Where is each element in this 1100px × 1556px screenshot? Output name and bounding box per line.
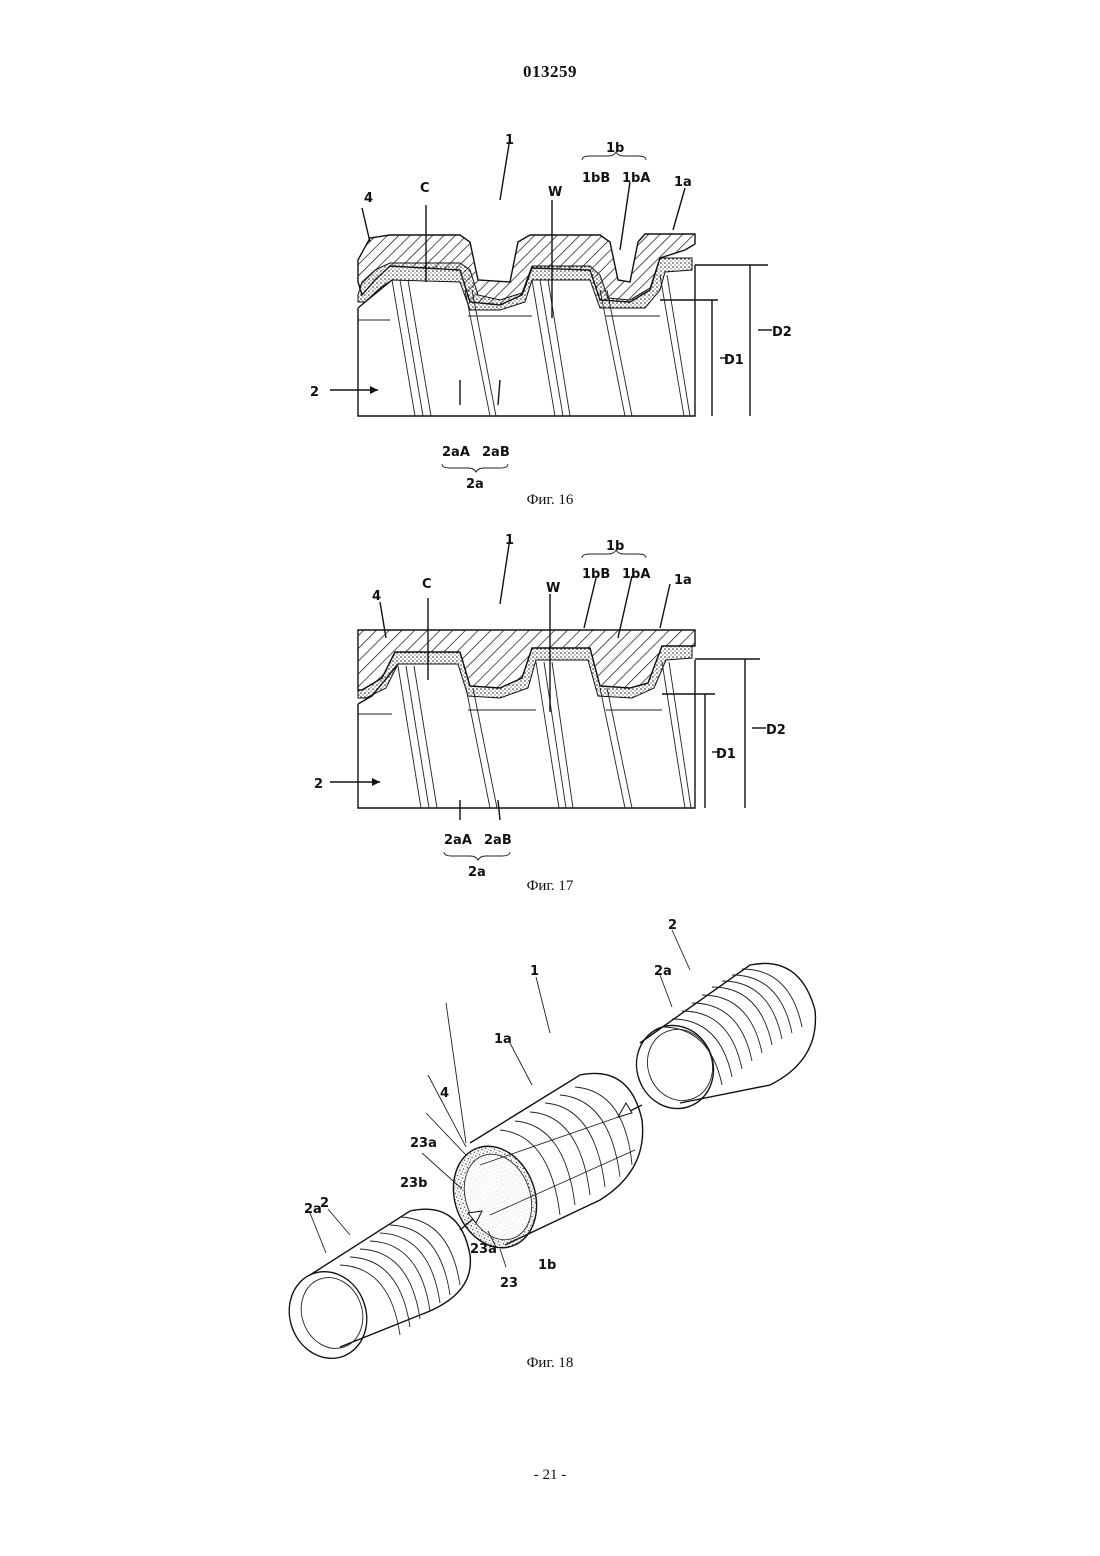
document-number: 013259 (0, 62, 1100, 82)
label-1a: 1a (674, 175, 692, 190)
label-2aA: 2aA (444, 833, 472, 848)
label-2aB: 2aB (484, 833, 512, 848)
label-1bA: 1bA (622, 567, 650, 582)
label-4: 4 (372, 589, 381, 604)
label-2a-right: 2a (654, 964, 672, 979)
right-tube-2 (625, 963, 816, 1119)
label-1a: 1a (494, 1032, 512, 1047)
label-1: 1 (505, 533, 514, 548)
label-1bA: 1bA (622, 171, 650, 186)
label-2a-left: 2a (304, 1202, 322, 1217)
label-1: 1 (530, 964, 539, 979)
sleeve-1a (440, 1073, 643, 1259)
caption-figure-17: Фиг. 17 (0, 878, 1100, 895)
label-1b: 1b (538, 1258, 556, 1273)
label-23: 23 (500, 1276, 518, 1291)
label-2aB: 2aB (482, 445, 510, 460)
caption-figure-18: Фиг. 18 (0, 1355, 1100, 1372)
caption-figure-16: Фиг. 16 (0, 492, 1100, 509)
label-C: C (420, 181, 430, 196)
dimension-lines (662, 659, 766, 808)
page-number: - 21 - (0, 1467, 1100, 1484)
figure-16: 1 1b 1bB 1bA 1a 4 C W D2 D1 2 2aA 2aB 2a (300, 130, 820, 490)
label-4: 4 (440, 1086, 449, 1101)
label-C: C (422, 577, 432, 592)
label-23a-bottom: 23a (470, 1242, 497, 1257)
label-4: 4 (364, 191, 373, 206)
label-23b: 23b (400, 1176, 427, 1191)
label-1bB: 1bB (582, 567, 610, 582)
dimension-lines (660, 265, 772, 416)
label-1a: 1a (674, 573, 692, 588)
figure-18-drawing: 1 2 2a 1a 4 23a 23b 23a 23 1b 2 2a (270, 915, 850, 1355)
label-D1: D1 (716, 747, 736, 762)
label-W: W (548, 185, 562, 200)
brace-2a (444, 852, 510, 860)
arrow-head (372, 778, 380, 786)
label-D2: D2 (766, 723, 786, 738)
figure-17-drawing: 1 1b 1bB 1bA 1a 4 C W D2 D1 2 2aA 2aB 2a (300, 528, 820, 878)
label-2-right: 2 (668, 918, 677, 933)
label-2: 2 (310, 385, 319, 400)
label-2aA: 2aA (442, 445, 470, 460)
label-D1: D1 (724, 353, 744, 368)
label-23a-top: 23a (410, 1136, 437, 1151)
label-1: 1 (505, 133, 514, 148)
left-tube-2 (277, 1209, 470, 1369)
label-2a: 2a (466, 477, 484, 492)
arrow-head-right (618, 1103, 632, 1117)
arrow-head (370, 386, 378, 394)
label-2: 2 (314, 777, 323, 792)
figure-17: 1 1b 1bB 1bA 1a 4 C W D2 D1 2 2aA 2aB 2a (300, 528, 820, 878)
label-D2: D2 (772, 325, 792, 340)
label-1bB: 1bB (582, 171, 610, 186)
brace-2a (442, 464, 508, 472)
figure-16-drawing: 1 1b 1bB 1bA 1a 4 C W D2 D1 2 2aA 2aB 2a (300, 130, 820, 490)
figure-18: 1 2 2a 1a 4 23a 23b 23a 23 1b 2 2a (270, 915, 850, 1355)
label-W: W (546, 581, 560, 596)
